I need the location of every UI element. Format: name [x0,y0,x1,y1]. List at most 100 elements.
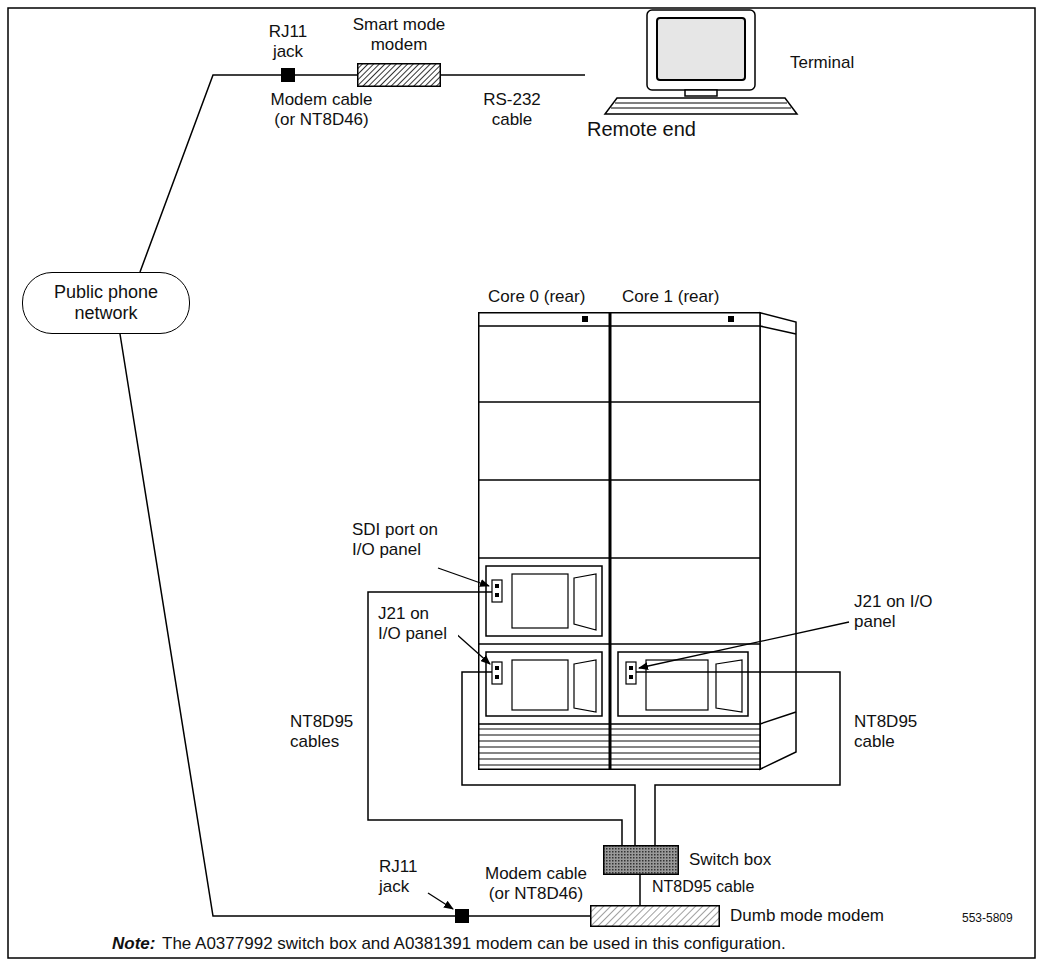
art-line [760,712,796,724]
art-rect [282,69,295,82]
art-line [610,401,760,403]
art-line [615,103,787,104]
art-polygon [760,313,796,770]
art-rect [358,64,441,87]
note-text: The A0377992 switch box and A0381391 mod… [160,934,788,954]
cable-label: NT8D95 cables [288,712,367,751]
cable-line [639,875,641,905]
cable-line [140,75,281,272]
node-label: Switch box [689,850,799,870]
dumb-modem-outline [590,905,720,927]
art-rect [486,566,602,636]
core-cabinet-outline [478,312,610,770]
figure-number: 553-5809 [960,912,1015,926]
art-rect [685,90,717,96]
switch-box: Switch box [603,845,679,875]
art-rect [611,724,760,769]
leader-arrow [428,893,453,909]
art-line [610,643,760,645]
smart-modem: Smart mode modem [357,63,441,87]
art-line [610,479,760,481]
art-line [478,591,492,593]
switch-box-outline [603,845,679,875]
core-cabinet: Core 0 (rear) [478,312,610,770]
port-callout: J21 on I/O panel [376,604,458,643]
node-label: Terminal [790,53,865,73]
art-rect [495,584,499,588]
art-rect [495,666,499,670]
art-rect [657,18,745,80]
art-line [478,325,610,327]
network-cloud: Public phone network [22,272,190,334]
port-callout: J21 on I/O panel [852,592,936,631]
art-rect [646,660,708,710]
node-label: Core 1 (rear) [622,287,742,307]
cable-label: NT8D95 cable [650,878,756,896]
leader-arrow [639,622,849,668]
phone-jack: RJ11 jack [455,909,469,923]
frame-border [8,8,1035,958]
node-label: Public phone network [23,282,189,323]
art-rect [512,574,568,628]
art-polygon [605,98,797,114]
art-rect [512,660,568,710]
port-callout: SDI port on I/O panel [350,520,442,559]
art-rect [495,675,499,679]
cable-line [120,334,455,916]
art-rect [492,662,502,684]
art-rect [495,593,499,597]
art-line [478,401,610,403]
art-line [610,325,760,327]
art-rect [611,313,760,770]
art-polygon [574,574,596,630]
art-rect [647,10,755,90]
cable-label: Modem cable (or NT8D46) [262,90,381,129]
node-label: Dumb mode modem [730,906,890,926]
node-label: Remote end [587,118,747,141]
art-line [636,671,800,673]
core-cabinet: Core 1 (rear) [610,312,800,770]
art-rect [456,910,469,923]
art-line [478,671,492,673]
art-rect [618,652,748,716]
art-line [478,643,610,645]
phone-jack-outline [455,909,469,923]
art-line [611,108,791,109]
art-line [478,557,610,559]
node-label: Smart mode modem [349,15,449,54]
art-rect [629,666,633,670]
cable-line [441,74,585,76]
art-rect [479,724,610,769]
cable-label: RS-232 cable [470,90,554,129]
node-label: RJ11 jack [379,857,427,896]
cable-label: Modem cable (or NT8D46) [478,864,594,903]
phone-jack-outline [281,68,295,82]
art-rect [629,675,633,679]
art-rect [486,652,602,716]
art-polygon [574,660,596,712]
art-line [610,557,760,559]
phone-jack: RJ11 jack [281,68,295,82]
leader-arrow [454,632,490,664]
cable-line [295,74,357,76]
art-rect [492,580,502,602]
cable-line [469,915,590,917]
art-rect [728,316,734,322]
art-rect [604,846,679,875]
node-label: Core 0 (rear) [488,287,608,307]
terminal: TerminalRemote end [585,8,865,145]
art-line [478,479,610,481]
core-cabinet-outline [610,312,800,770]
note-heading: Note: [110,934,157,954]
dumb-modem: Dumb mode modem [590,905,720,927]
art-rect [626,662,636,684]
node-label: RJ11 jack [264,22,312,61]
smart-modem-outline [357,63,441,87]
art-rect [591,906,720,927]
art-polygon [716,660,742,712]
art-rect [479,313,610,770]
leader-arrow [438,568,489,586]
cable-label: NT8D95 cable [852,712,931,751]
